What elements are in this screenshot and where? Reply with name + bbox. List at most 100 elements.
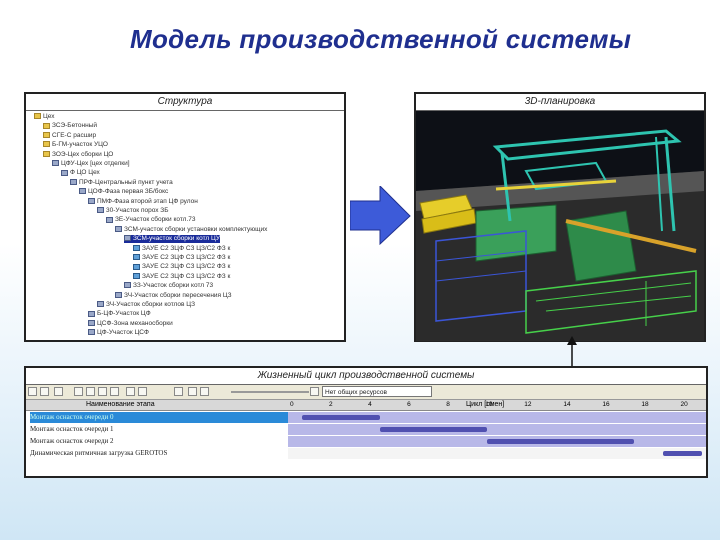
- print-icon[interactable]: [188, 387, 197, 396]
- tree-item[interactable]: ЦОФ-Фаза первая ЗБ/бокс: [79, 188, 168, 196]
- folder-icon: [43, 141, 50, 148]
- save-icon[interactable]: [174, 387, 183, 396]
- tree-item[interactable]: ЗАУЕ С2 ЗЦФ СЗ ЦЗ/С2 ФЗ к: [133, 254, 230, 262]
- toolbar-button-1[interactable]: [28, 387, 37, 396]
- tree-item-label: ЗАУЕ С2 ЗЦФ СЗ ЦЗ/С2 ФЗ к: [142, 244, 231, 252]
- node-icon: [61, 169, 68, 176]
- zoom-handle-icon[interactable]: [310, 387, 319, 396]
- tree-item-label: ЗАУЕ С2 ЗЦФ СЗ ЦЗ/С2 ФЗ к: [142, 254, 231, 261]
- folder-icon: [43, 150, 50, 157]
- gantt-row[interactable]: Монтаж оснасток очереди 1: [26, 424, 706, 435]
- tree-item[interactable]: ПРФ-Центральный пункт учета: [70, 179, 173, 187]
- tree-item[interactable]: ЗЕ-Участок сборки котл.73: [106, 216, 196, 224]
- tree-item[interactable]: 30-Участок порох ЗБ: [97, 207, 168, 215]
- structure-caption: Структура: [26, 94, 344, 111]
- gantt-bar[interactable]: [379, 427, 488, 432]
- tree-item-label: ПМФ-Фаза второй этап ЦФ рулон: [97, 197, 198, 205]
- tree-item-label: Цех: [43, 113, 55, 120]
- gantt-row[interactable]: Динамическая ритмичная загрузка GEROTOS: [26, 448, 706, 459]
- node-icon: [97, 301, 104, 308]
- node-icon: [88, 310, 95, 317]
- column-cycle-header: Цикл [смен]: [466, 401, 505, 408]
- tree-item-label: ЦОФ-Фаза первая ЗБ/бокс: [88, 188, 169, 196]
- tree-item-label: ЗОЭ-Цех сборки ЦО: [52, 150, 114, 158]
- tree-item[interactable]: ЗАУЕ С2 ЗЦФ СЗ ЦЗ/С2 ФЗ к: [133, 245, 230, 253]
- tree-item-label: 30-Участок порох ЗБ: [106, 207, 169, 214]
- toolbar-button-6[interactable]: [98, 387, 107, 396]
- tree-item[interactable]: Б-ГМ-участок УЦО: [43, 141, 108, 149]
- toolbar-button-4[interactable]: [74, 387, 83, 396]
- factory-3d-view[interactable]: [416, 111, 704, 341]
- tree-item[interactable]: ЗСЭ-Бетонный: [43, 122, 97, 130]
- toolbar-button-9[interactable]: [138, 387, 147, 396]
- tree-item[interactable]: ЗЧ-Участок сборки пересечения ЦЗ: [115, 292, 232, 300]
- gantt-bar[interactable]: [301, 415, 380, 420]
- tree-item[interactable]: ЗЧ-Участок сборки котлов ЦЗ: [97, 301, 195, 309]
- tree-item-label: ЗСМ-участок сборки котл ЦУ: [133, 235, 220, 243]
- tree-item-label: ЗАУЕ С2 ЗЦФ СЗ ЦЗ/С2 ФЗ к: [142, 263, 231, 271]
- toolbar-button-5[interactable]: [86, 387, 95, 396]
- tree-item[interactable]: ЦФУ-Цех [цех отделки]: [52, 160, 130, 168]
- node-icon: [52, 160, 59, 167]
- column-name-header: Наименование этапа: [86, 401, 155, 408]
- node-icon: [124, 282, 131, 289]
- part-icon: [133, 244, 140, 251]
- gantt-row[interactable]: Монтаж оснасток очереди 0: [26, 412, 706, 423]
- scale-tick-label: 14: [563, 401, 571, 408]
- scale-tick-label: 4: [368, 401, 372, 408]
- gantt-bar[interactable]: [662, 451, 702, 456]
- tree-item-label: СГЕ-С расшир: [52, 131, 97, 139]
- stage-name: Монтаж оснасток очереди 1: [30, 425, 114, 433]
- help-icon[interactable]: [200, 387, 209, 396]
- scale-tick-label: 18: [641, 401, 649, 408]
- tree-item[interactable]: Б-ЦФ-Участок ЦФ: [88, 310, 151, 318]
- tree-item-label: ЗЗ-Участок сборки котл 73: [133, 282, 214, 290]
- scale-tick-label: 20: [680, 401, 688, 408]
- tree-item-label: ЦФУ-Цех [цех отделки]: [61, 160, 130, 167]
- slide-title: Модель производственной системы: [130, 24, 632, 54]
- tree-item[interactable]: ЗАУЕ С2 ЗЦФ СЗ ЦЗ/С2 ФЗ к: [133, 273, 230, 281]
- node-icon: [88, 197, 95, 204]
- stage-name: Монтаж оснасток очереди 2: [30, 437, 114, 445]
- tree-item-label: Ф ЦО Цех: [70, 169, 100, 177]
- toolbar-button-7[interactable]: [110, 387, 119, 396]
- tree-item[interactable]: ЗСМ-участок сборки установки комплектующ…: [115, 226, 267, 234]
- tree-item[interactable]: Ф ЦО Цех: [61, 169, 100, 177]
- tree-item-label: Б-ЦФ-Участок ЦФ: [97, 310, 151, 318]
- tree-item-label: ЦСФ-Зона механосборки: [97, 319, 173, 327]
- tree-item[interactable]: ЦФ-Участок ЦСФ: [88, 329, 149, 337]
- folder-icon: [34, 113, 41, 120]
- tree-item-label: Б-ГМ-участок УЦО: [52, 141, 108, 149]
- tree-item-label: ПРФ-Центральный пункт учета: [79, 178, 173, 186]
- scale-tick-label: 2: [329, 401, 333, 408]
- tree-item[interactable]: ЗАУЕ С2 ЗЦФ СЗ ЦЗ/С2 ФЗ к: [133, 263, 230, 271]
- toolbar-button-3[interactable]: [54, 387, 63, 396]
- resource-combo[interactable]: Нет общих ресурсов: [322, 386, 432, 397]
- node-icon: [88, 329, 95, 336]
- arrow-right-icon: [350, 186, 411, 246]
- tree-item[interactable]: ЗОЭ-Цех сборки ЦО: [43, 151, 113, 159]
- gantt-row-track: [288, 424, 706, 435]
- toolbar-button-2[interactable]: [40, 387, 49, 396]
- node-icon: [115, 291, 122, 298]
- gantt-row[interactable]: Монтаж оснасток очереди 2: [26, 436, 706, 447]
- tree-item[interactable]: ЗЗ-Участок сборки котл 73: [124, 282, 213, 290]
- tree-item-label: ЦФ-Участок ЦСФ: [97, 329, 149, 337]
- lifecycle-toolbar: Нет общих ресурсов: [26, 385, 706, 400]
- gantt-bar[interactable]: [487, 439, 634, 444]
- tree-item[interactable]: ЗСМ-участок сборки котл ЦУ: [124, 235, 220, 244]
- lifecycle-caption: Жизненный цикл производственной системы: [26, 368, 706, 385]
- toolbar-button-8[interactable]: [126, 387, 135, 396]
- folder-icon: [43, 132, 50, 139]
- part-icon: [133, 273, 140, 280]
- tree-item[interactable]: Цех: [34, 113, 55, 121]
- tree-item[interactable]: ЦСФ-Зона механосборки: [88, 320, 173, 328]
- zoom-slider[interactable]: [231, 391, 309, 393]
- part-icon: [133, 254, 140, 261]
- scale-tick-label: 10: [485, 401, 493, 408]
- tree-item[interactable]: ПМФ-Фаза второй этап ЦФ рулон: [88, 198, 198, 206]
- tree-item[interactable]: СГЕ-С расшир: [43, 132, 96, 140]
- layout3d-caption: 3D-планировка: [416, 94, 704, 111]
